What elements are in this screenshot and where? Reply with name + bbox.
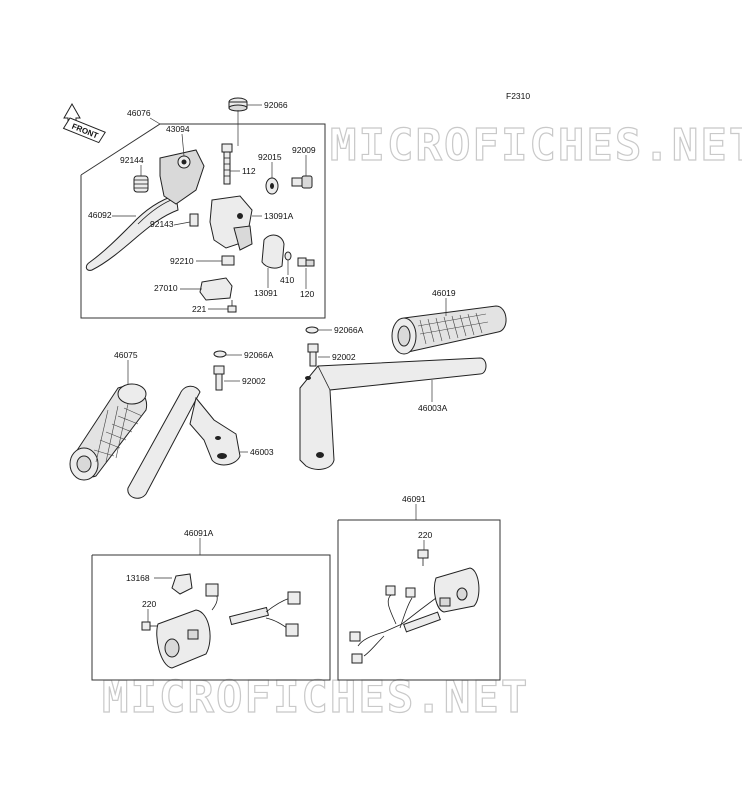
lever-holder xyxy=(159,149,205,205)
lever-assembly-box xyxy=(80,123,326,319)
label-112: 112 xyxy=(242,166,256,176)
clamp-13091 xyxy=(261,234,285,269)
label-220-left: 220 xyxy=(142,599,156,609)
lever-assembly-group: 46076 43094 92066 92144 92015 92009 112 … xyxy=(80,97,326,319)
switch-27010 xyxy=(199,277,233,301)
right-switch-group-46091: 46091 220 xyxy=(337,494,501,681)
bolt-92002-right xyxy=(307,343,319,367)
cap-92066 xyxy=(228,97,248,112)
label-92210: 92210 xyxy=(170,256,194,266)
label-46075: 46075 xyxy=(114,350,138,360)
bolt-112 xyxy=(221,143,233,185)
label-92002-right: 92002 xyxy=(332,352,356,362)
screw-221 xyxy=(227,300,237,313)
label-27010: 27010 xyxy=(154,283,178,293)
nut-92210 xyxy=(221,255,235,266)
label-43094: 43094 xyxy=(166,124,190,134)
left-handlebar-46003: 46003 xyxy=(127,385,274,499)
label-92144: 92144 xyxy=(120,155,144,165)
label-221: 221 xyxy=(192,304,206,314)
right-grip-46019: 46019 xyxy=(391,288,507,355)
label-46003A: 46003A xyxy=(418,403,448,413)
label-410: 410 xyxy=(280,275,294,285)
front-arrow-icon: FRONT xyxy=(62,102,106,144)
left-switch-box xyxy=(91,554,331,681)
screw-120 xyxy=(297,257,315,267)
spring-92144 xyxy=(133,175,149,193)
washer-410 xyxy=(284,251,292,261)
screw-220-right xyxy=(417,549,429,566)
bolt-92002-left xyxy=(213,365,225,391)
label-92066A-left: 92066A xyxy=(244,350,274,360)
screw-92009 xyxy=(291,175,313,189)
label-46003: 46003 xyxy=(250,447,274,457)
watermark-top: MICROFICHES.NET xyxy=(330,120,742,171)
label-92066A-right: 92066A xyxy=(334,325,364,335)
washer-92066A-right xyxy=(305,326,319,334)
washer-92066A-left xyxy=(213,350,227,358)
label-220-right: 220 xyxy=(418,530,432,540)
left-switch-housing xyxy=(156,609,211,669)
clip-13168 xyxy=(171,573,193,595)
label-46091A: 46091A xyxy=(184,528,214,538)
figure-code: F2310 xyxy=(506,91,530,101)
clutch-lever xyxy=(85,194,179,271)
left-grip-46075: 46075 xyxy=(69,350,148,481)
label-46019: 46019 xyxy=(432,288,456,298)
collar-92143 xyxy=(189,213,199,227)
label-92009: 92009 xyxy=(292,145,316,155)
label-46076: 46076 xyxy=(127,108,151,118)
right-handlebar-46003A: 46003A xyxy=(299,357,487,470)
label-13091A: 13091A xyxy=(264,211,294,221)
left-switch-group-46091A: 46091A 13168 220 xyxy=(91,528,331,681)
nut-92015 xyxy=(265,177,279,195)
label-46092: 46092 xyxy=(88,210,112,220)
label-92066: 92066 xyxy=(264,100,288,110)
label-92143: 92143 xyxy=(150,219,174,229)
label-92002-left: 92002 xyxy=(242,376,266,386)
label-13168: 13168 xyxy=(126,573,150,583)
screw-220-left xyxy=(141,621,158,631)
right-switch-box xyxy=(337,519,501,681)
label-120: 120 xyxy=(300,289,314,299)
label-13091: 13091 xyxy=(254,288,278,298)
label-92015: 92015 xyxy=(258,152,282,162)
label-46091: 46091 xyxy=(402,494,426,504)
